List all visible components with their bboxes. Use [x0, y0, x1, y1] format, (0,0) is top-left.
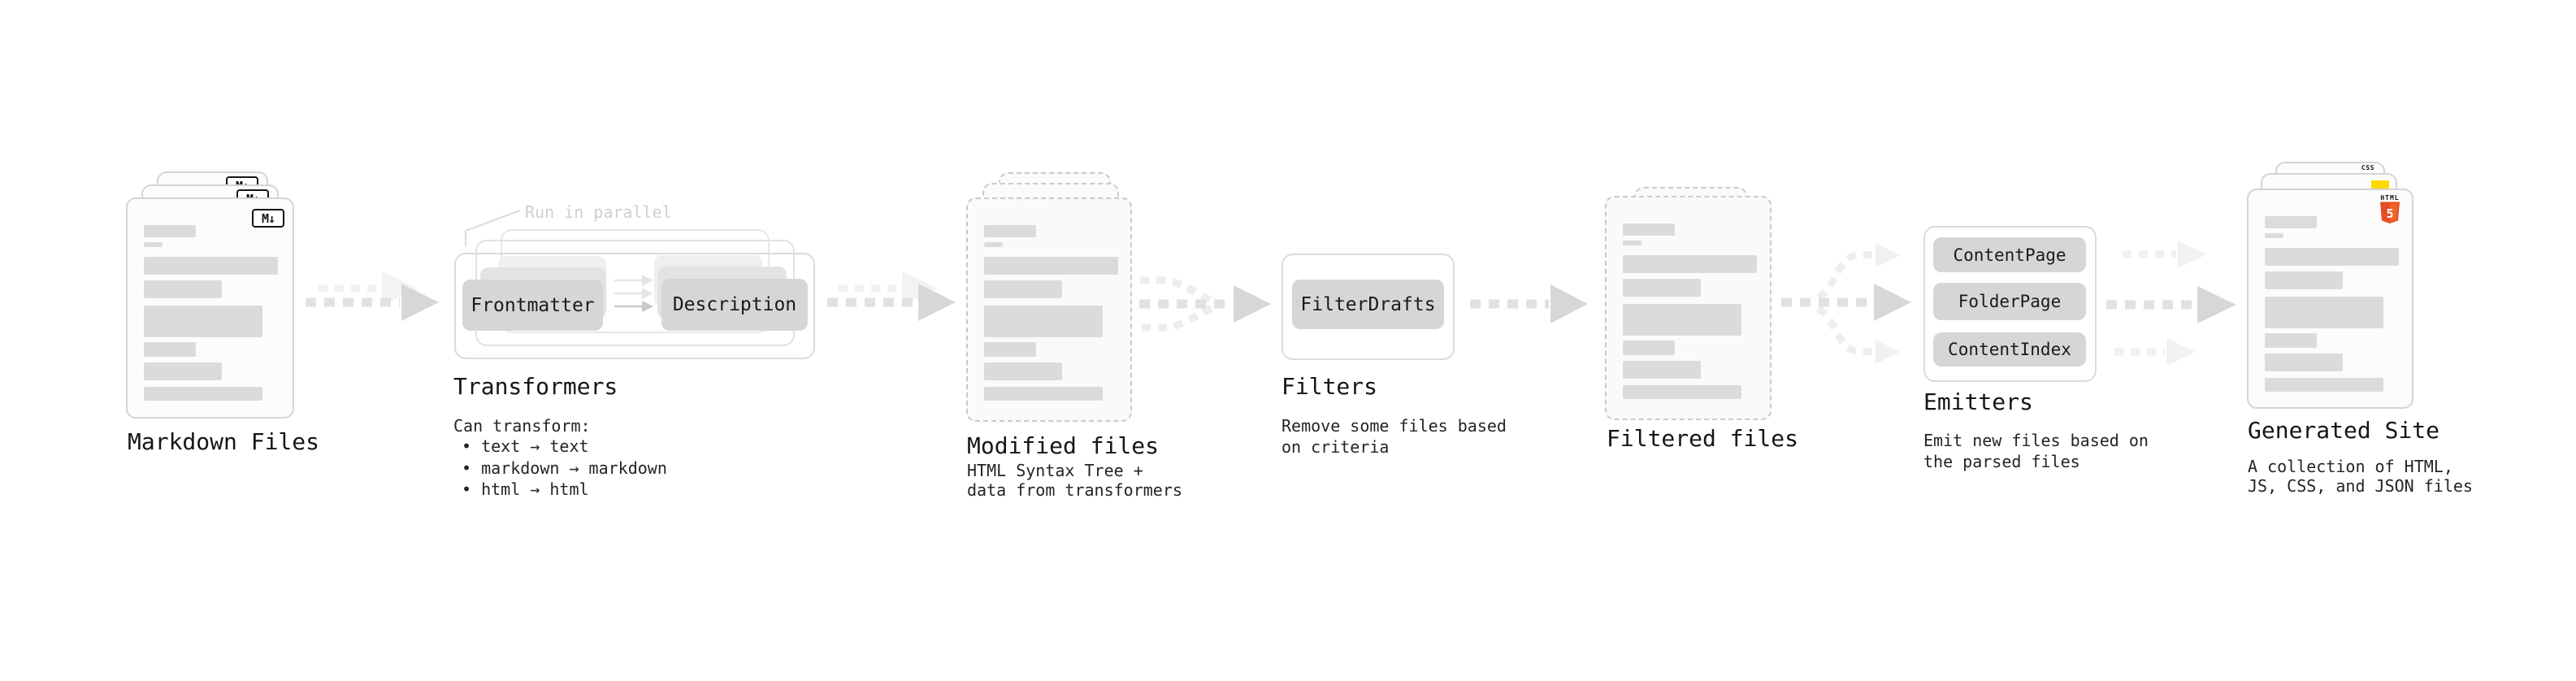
text-line-placeholder [984, 225, 1036, 237]
frontmatter-node: Frontmatter [462, 280, 603, 331]
contentindex-node: ContentIndex [1933, 332, 2086, 367]
text-line-placeholder [2265, 354, 2343, 371]
text-line-placeholder [144, 257, 278, 275]
filterdrafts-node-label: FilterDrafts [1300, 293, 1436, 315]
text-line-placeholder [984, 257, 1118, 275]
arrow-transformers-to-modified [827, 271, 956, 321]
text-line-placeholder [2265, 248, 2399, 266]
stage-title-generated-site: Generated Site [2248, 417, 2440, 444]
markdown-badge-icon: M↓ [252, 209, 284, 228]
folderpage-node-label: FolderPage [1958, 292, 2062, 311]
text-line-placeholder [144, 225, 196, 237]
generated-site-desc-line: JS, CSS, and JSON files [2248, 476, 2473, 496]
stage-title-transformers: Transformers [453, 373, 618, 400]
contentpage-node-label: ContentPage [1953, 245, 2066, 265]
text-line-placeholder [984, 242, 1003, 247]
text-line-placeholder [144, 242, 163, 247]
stage-title-markdown-files: Markdown Files [128, 428, 320, 455]
contentpage-node: ContentPage [1933, 237, 2086, 272]
text-line-placeholder [1623, 223, 1675, 236]
generated-site-desc-line: A collection of HTML, [2248, 457, 2453, 476]
text-line-placeholder [144, 306, 262, 337]
text-line-placeholder [984, 387, 1103, 401]
transform-bullet-item: text → text [462, 436, 667, 458]
text-line-placeholder [1623, 385, 1741, 399]
text-line-placeholder [1623, 255, 1757, 273]
text-line-placeholder [144, 280, 222, 298]
generated-file-card-html: HTML 5 [2247, 189, 2413, 409]
stage-title-emitters: Emitters [1923, 388, 2033, 415]
text-line-placeholder [984, 362, 1062, 380]
arrow-filtered-to-emitters [1781, 243, 1911, 364]
text-line-placeholder [1623, 340, 1675, 355]
arrow-modified-to-filters [1139, 276, 1271, 332]
description-node-label: Description [672, 294, 797, 315]
text-line-placeholder [2265, 271, 2343, 289]
text-line-placeholder [144, 362, 222, 380]
html5-logo-wordmark: HTML [2380, 194, 2400, 202]
arrow-frontmatter-to-description [614, 275, 653, 312]
run-in-parallel-annotation: Run in parallel [525, 202, 672, 222]
text-line-placeholder [1623, 241, 1641, 245]
html5-shield: 5 [2380, 202, 2400, 223]
emitters-desc-line: the parsed files [1923, 452, 2080, 471]
transform-bullet-item: html → html [462, 479, 667, 501]
text-line-placeholder [984, 306, 1103, 337]
text-line-placeholder [144, 342, 196, 357]
text-line-placeholder [2265, 216, 2317, 228]
css-badge-label: CSS [2361, 164, 2374, 171]
modified-files-desc-line: data from transformers [967, 480, 1182, 500]
contentindex-node-label: ContentIndex [1948, 340, 2071, 359]
markdown-file-card-front: M↓ [126, 197, 294, 419]
text-line-placeholder [2265, 378, 2383, 392]
filters-desc-line: on criteria [1281, 437, 1390, 457]
description-node: Description [661, 279, 808, 331]
stage-title-filtered-files: Filtered files [1607, 425, 1799, 452]
stage-title-filters: Filters [1281, 373, 1378, 400]
run-in-parallel-leader-line [465, 210, 521, 247]
text-line-placeholder [144, 387, 262, 401]
js-file-icon [2371, 180, 2389, 190]
markdown-badge-label: M↓ [261, 211, 275, 226]
stage-title-modified-files: Modified files [967, 432, 1160, 459]
arrow-emitters-to-generated [2106, 241, 2236, 366]
frontmatter-node-label: Frontmatter [471, 294, 595, 316]
text-line-placeholder [2265, 297, 2383, 328]
text-line-placeholder [2265, 333, 2317, 348]
text-line-placeholder [984, 280, 1062, 298]
text-line-placeholder [1623, 304, 1741, 336]
svg-text:5: 5 [2386, 206, 2393, 221]
arrow-filters-to-filtered [1470, 284, 1588, 323]
html5-logo-icon: HTML 5 [2379, 194, 2400, 228]
folderpage-node: FolderPage [1933, 283, 2086, 320]
filtered-file-card-front [1605, 196, 1772, 420]
emitters-desc-line: Emit new files based on [1923, 431, 2149, 450]
transform-bullet-item: markdown → markdown [462, 458, 667, 479]
text-line-placeholder [2265, 233, 2283, 238]
text-line-placeholder [1623, 279, 1701, 297]
modified-file-card-front [966, 197, 1132, 422]
js-badge-square [2371, 180, 2389, 190]
filters-desc-line: Remove some files based [1281, 416, 1507, 436]
transformer-layer-frame-front [454, 253, 815, 359]
transformers-note-heading: Can transform: [453, 416, 591, 436]
arrow-markdown-to-transformers [306, 271, 439, 321]
text-line-placeholder [984, 342, 1036, 357]
transformers-bullet-list: text → text markdown → markdown html → h… [462, 436, 667, 501]
text-line-placeholder [1623, 361, 1701, 379]
filterdrafts-node: FilterDrafts [1292, 280, 1444, 329]
modified-files-desc-line: HTML Syntax Tree + [967, 461, 1143, 480]
